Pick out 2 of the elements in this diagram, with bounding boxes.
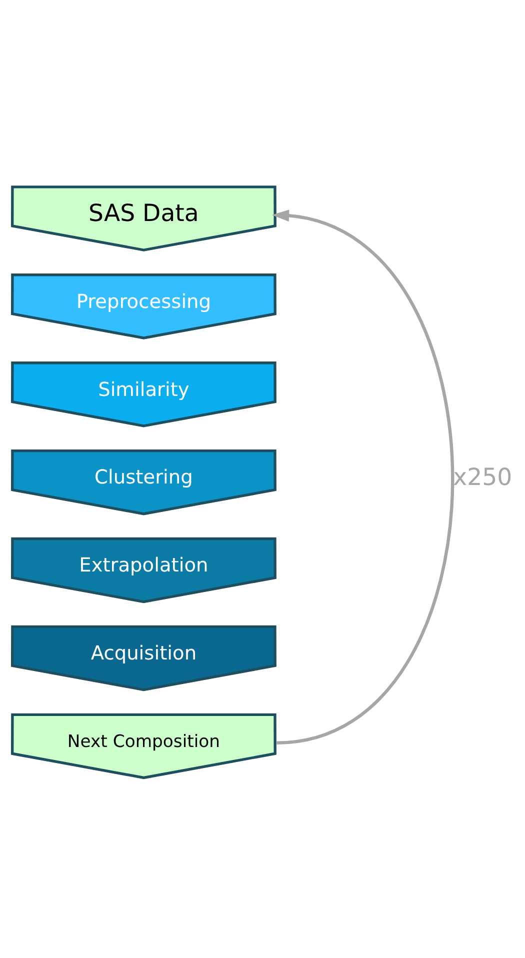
arrow bbox=[272, 210, 454, 744]
edge-label: x250 bbox=[453, 463, 512, 492]
